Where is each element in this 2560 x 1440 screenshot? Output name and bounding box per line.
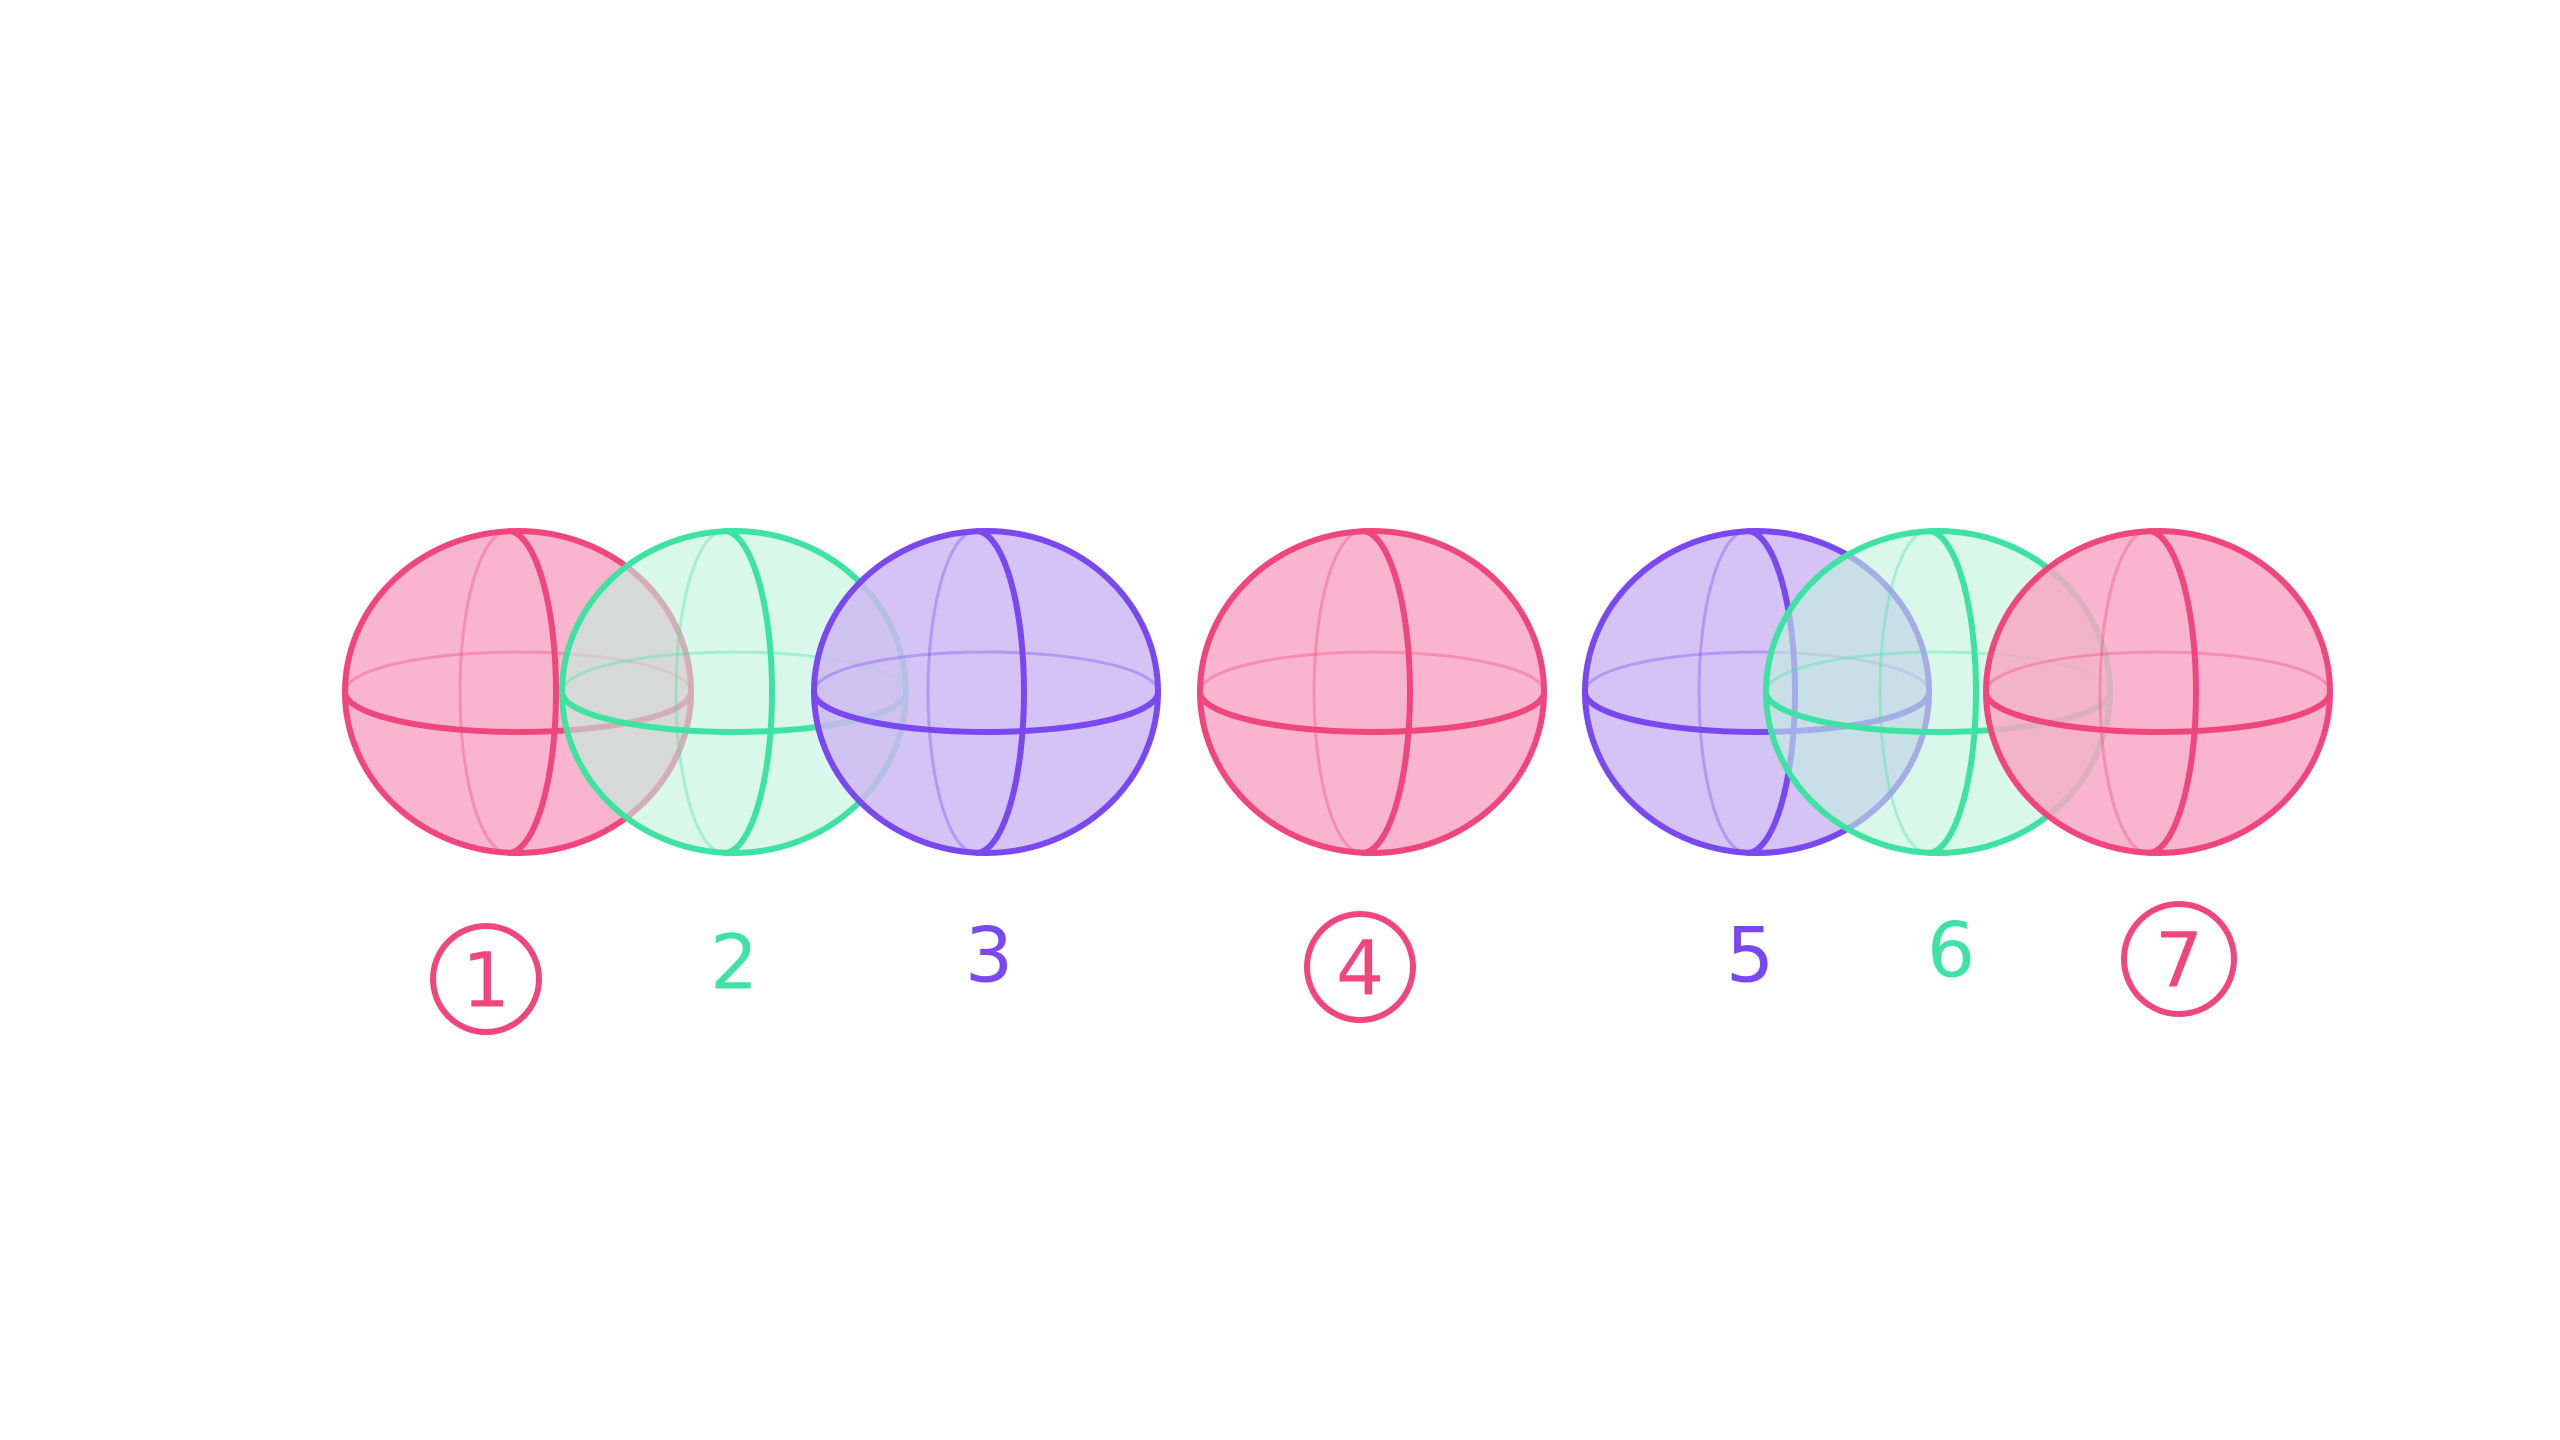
label-7-circle (2121, 901, 2237, 1017)
label-4-circle (1304, 911, 1416, 1023)
sphere-2 (559, 528, 909, 856)
label-1-circle (430, 923, 542, 1035)
sphere-label-5: 5 (1726, 911, 1774, 1000)
sphere-7 (1983, 528, 2333, 856)
sphere-label-3: 3 (965, 911, 1013, 1000)
label-4-group: 4 (1304, 911, 1416, 1023)
sphere-4 (1197, 528, 1547, 856)
sphere-label-4: 4 (1336, 924, 1384, 1013)
label-7-group: 7 (2121, 901, 2237, 1017)
sphere-3 (811, 528, 1161, 856)
sphere-label-7: 7 (2155, 916, 2203, 1005)
sphere-label-6: 6 (1927, 906, 1975, 995)
sphere-label-1: 1 (462, 936, 510, 1025)
sphere-label-2: 2 (710, 918, 758, 1007)
label-1-group: 1 (430, 923, 542, 1035)
